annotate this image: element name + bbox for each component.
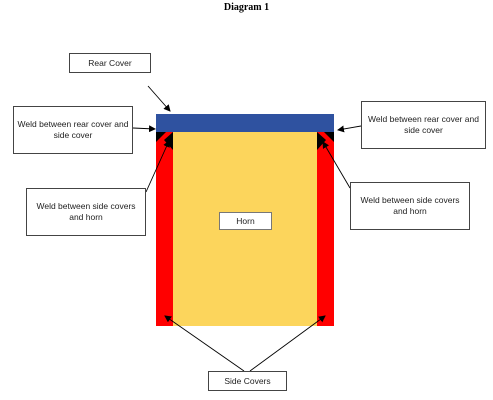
weld-horn-left-label: Weld between side covers and horn [26, 188, 146, 236]
arrow-side-cover-left [164, 315, 245, 372]
arrow-side-cover-right [249, 315, 326, 372]
arrow-weld-horn-right [322, 141, 351, 189]
side-covers-label: Side Covers [208, 371, 287, 391]
weld-rear-right [324, 132, 334, 142]
side-cover-right [317, 132, 334, 326]
weld-horn-right [317, 132, 326, 150]
arrow-weld-rear-left [132, 125, 156, 133]
diagram-title: Diagram 1 [223, 2, 270, 13]
rear-cover [156, 114, 334, 132]
horn-label: Horn [219, 212, 272, 230]
side-cover-left [156, 132, 173, 326]
arrow-weld-rear-right [337, 125, 362, 133]
rear-cover-label: Rear Cover [69, 53, 151, 73]
weld-rear-left [156, 132, 166, 142]
arrow-rear-cover [147, 85, 171, 112]
weld-horn-right-label: Weld between side covers and horn [350, 182, 470, 230]
weld-rear-left-label: Weld between rear cover and side cover [13, 106, 133, 154]
weld-rear-right-label: Weld between rear cover and side cover [361, 101, 486, 149]
arrow-weld-horn-left [145, 140, 170, 193]
